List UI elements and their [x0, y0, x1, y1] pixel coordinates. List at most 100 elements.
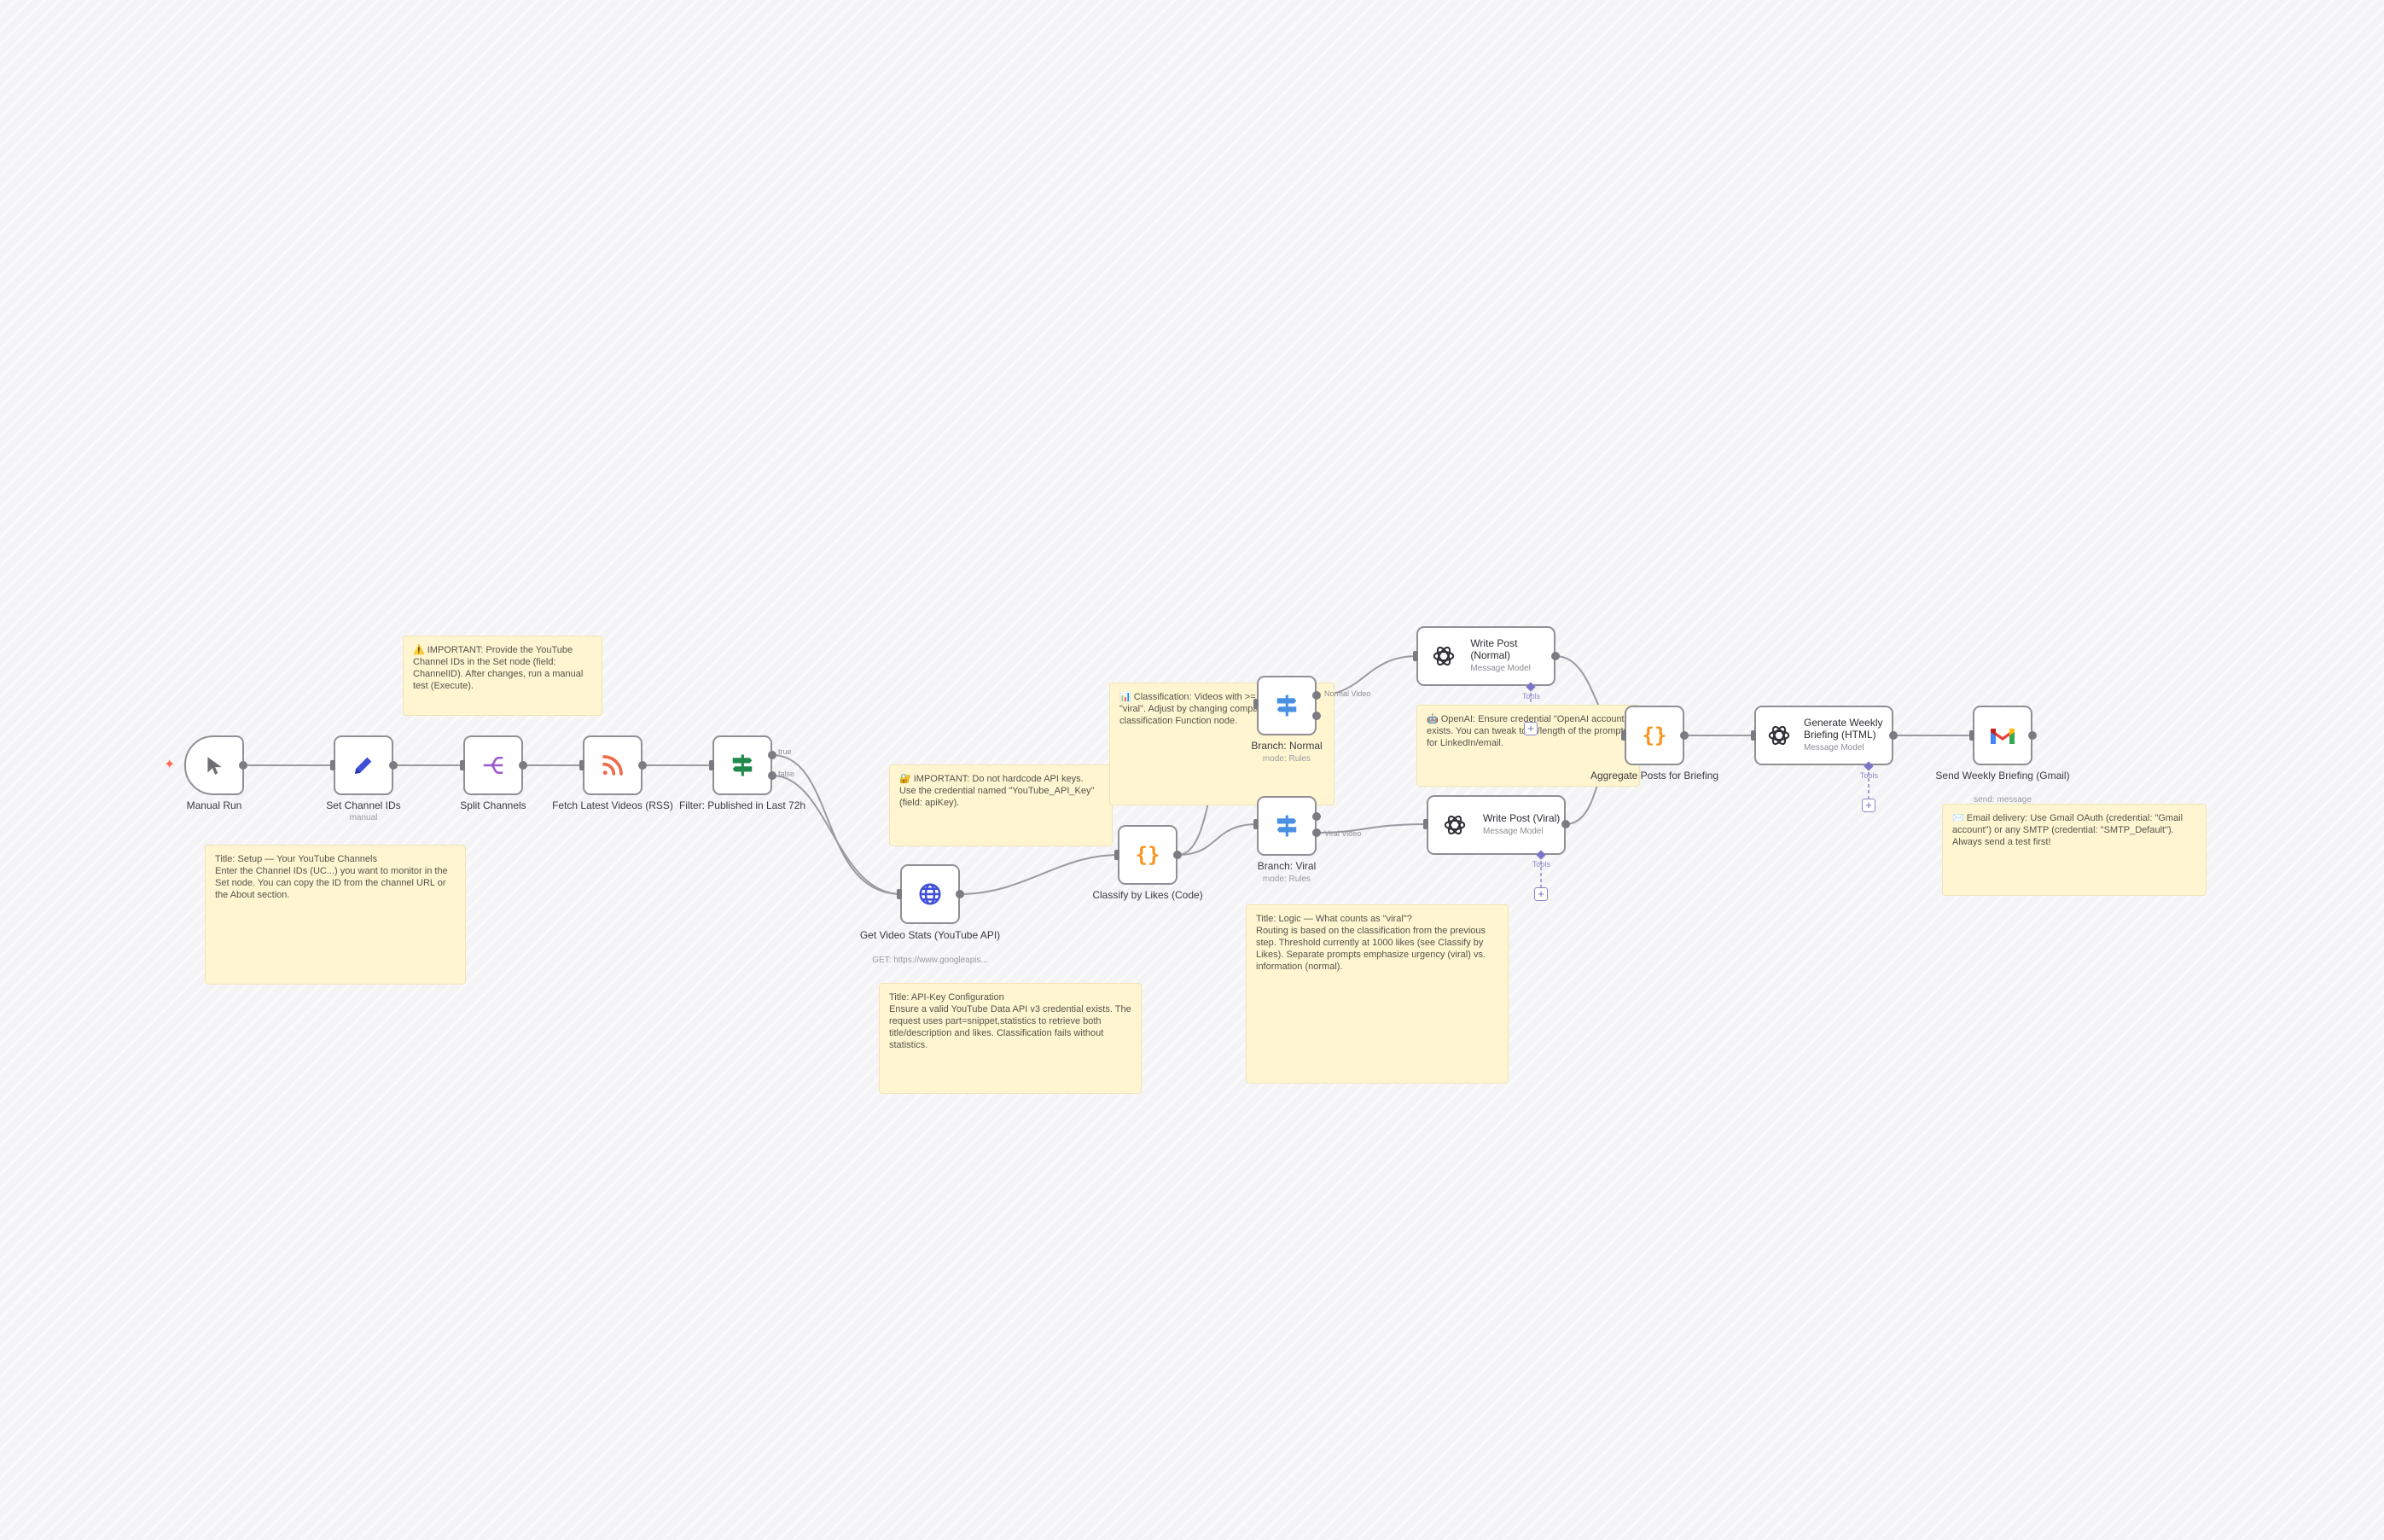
add-tool-button[interactable]: +	[1862, 799, 1875, 812]
node-branch-viral[interactable]	[1257, 796, 1317, 856]
node-send-briefing[interactable]	[1973, 706, 2032, 765]
filter-icon	[726, 749, 759, 782]
port-label-tools: Tools	[1522, 692, 1541, 700]
output-handle[interactable]	[519, 761, 527, 770]
output-handle-fallback[interactable]	[1312, 828, 1321, 837]
add-tool-button[interactable]: +	[1534, 887, 1548, 901]
input-handle[interactable]	[1413, 651, 1418, 661]
pencil-icon	[347, 749, 380, 782]
edge-label-viral-video: Viral Video	[1324, 829, 1362, 838]
node-sublabel-get-video-stats: GET: https://www.googleapis...	[872, 956, 988, 965]
output-handle-fallback[interactable]	[1312, 712, 1321, 720]
node-sublabel-send-briefing: send: message	[1974, 795, 2032, 805]
switch-icon	[1270, 689, 1303, 722]
output-handle[interactable]	[1680, 731, 1689, 740]
input-handle[interactable]	[1253, 699, 1259, 709]
node-sublabel-generate-briefing: Message Model	[1804, 743, 1864, 753]
node-title-write-post-viral: Write Post (Viral)	[1483, 812, 1561, 824]
output-handle[interactable]	[2028, 731, 2037, 740]
node-label-classify-by-likes: Classify by Likes (Code)	[1092, 889, 1203, 901]
globe-icon	[914, 878, 946, 910]
output-handle[interactable]	[1551, 652, 1560, 660]
edge-label-normal-video: Normal Video	[1324, 689, 1371, 698]
edge-viral-to-write-viral	[1316, 823, 1428, 834]
switch-icon	[1270, 810, 1303, 842]
port-label-tools: Tools	[1860, 771, 1879, 780]
gmail-icon	[1986, 719, 2019, 752]
node-split-channels[interactable]	[463, 735, 523, 795]
input-handle[interactable]	[330, 760, 335, 770]
node-label-filter-published: Filter: Published in Last 72h	[678, 799, 806, 811]
output-handle[interactable]	[956, 890, 964, 898]
node-title-write-post-normal: Write Post (Normal)	[1470, 637, 1518, 661]
node-fetch-latest-videos[interactable]	[583, 735, 643, 795]
input-handle[interactable]	[1969, 730, 1974, 741]
output-handle[interactable]	[1561, 820, 1570, 828]
output-handle[interactable]	[1889, 731, 1898, 740]
output-handle-false[interactable]	[768, 771, 776, 780]
node-label-aggregate-posts: Aggregate Posts for Briefing	[1590, 770, 1719, 782]
edge-label-true: true	[778, 747, 792, 756]
node-label-send-briefing: Send Weekly Briefing (Gmail)	[1935, 770, 2070, 782]
node-generate-briefing[interactable]: Generate Weekly Briefing (HTML) Message …	[1754, 706, 1893, 765]
output-handle-true[interactable]	[768, 751, 776, 759]
input-handle[interactable]	[579, 760, 584, 770]
node-label-fetch-latest-videos: Fetch Latest Videos (RSS)	[552, 799, 673, 811]
node-write-post-normal[interactable]: Write Post (Normal) Message Model	[1416, 626, 1555, 686]
edge-filter-true-to-stats	[771, 754, 902, 895]
node-label-get-video-stats: Get Video Stats (YouTube API)	[859, 929, 1001, 941]
node-label-branch-viral: Branch: Viral	[1257, 860, 1317, 872]
input-handle[interactable]	[709, 760, 714, 770]
node-sublabel-branch-viral: mode: Rules	[1262, 875, 1311, 884]
openai-icon	[1428, 640, 1458, 672]
node-set-channel-ids[interactable]	[334, 735, 393, 795]
edge-classify-to-viral	[1177, 823, 1259, 856]
output-handle[interactable]	[239, 761, 247, 770]
input-handle[interactable]	[460, 760, 465, 770]
node-classify-by-likes[interactable]: {}	[1118, 825, 1177, 885]
sticky-note-api-key-important[interactable]: 🔐 IMPORTANT: Do not hardcode API keys. U…	[889, 764, 1113, 846]
add-tool-button[interactable]: +	[1524, 722, 1538, 735]
output-handle[interactable]	[389, 761, 398, 770]
node-label-set-channel-ids: Set Channel IDs	[326, 799, 401, 811]
node-manual-run[interactable]	[184, 735, 244, 795]
node-sublabel-write-post-normal: Message Model	[1470, 664, 1531, 673]
sticky-note-important-channel[interactable]: ⚠️ IMPORTANT: Provide the YouTube Channe…	[403, 636, 602, 716]
node-aggregate-posts[interactable]: {}	[1625, 706, 1684, 765]
sticky-note-openai[interactable]: 🤖 OpenAI: Ensure credential "OpenAI acco…	[1416, 705, 1640, 787]
node-label-branch-normal: Branch: Normal	[1251, 740, 1323, 752]
openai-icon	[1766, 719, 1792, 752]
node-get-video-stats[interactable]	[900, 864, 960, 924]
split-icon	[477, 749, 509, 782]
code-icon: {}	[1135, 843, 1160, 867]
node-sublabel-write-post-viral: Message Model	[1483, 827, 1544, 836]
node-sublabel-set-channel-ids: manual	[349, 813, 378, 822]
input-handle[interactable]	[897, 889, 902, 899]
output-handle-viral[interactable]	[1312, 812, 1321, 821]
input-handle[interactable]	[1621, 730, 1626, 741]
node-write-post-viral[interactable]: Write Post (Viral) Message Model	[1427, 795, 1566, 855]
output-handle-normal[interactable]	[1312, 691, 1321, 700]
edge-label-false: false	[778, 770, 795, 778]
edge-filter-false-to-stats	[771, 775, 902, 895]
openai-icon	[1439, 809, 1471, 841]
code-icon: {}	[1642, 724, 1667, 747]
input-handle[interactable]	[1253, 819, 1259, 829]
node-filter-published[interactable]	[712, 735, 772, 795]
sticky-note-setup[interactable]: Title: Setup — Your YouTube Channels Ent…	[205, 845, 466, 985]
input-handle[interactable]	[1423, 819, 1428, 829]
node-label-split-channels: Split Channels	[460, 799, 526, 811]
sticky-note-logic[interactable]: Title: Logic — What counts as "viral"? R…	[1246, 904, 1509, 1084]
output-handle[interactable]	[638, 761, 647, 770]
port-label-tools: Tools	[1532, 860, 1551, 869]
sticky-note-email[interactable]: ✉️ Email delivery: Use Gmail OAuth (cred…	[1942, 804, 2207, 896]
input-handle[interactable]	[1114, 850, 1119, 860]
output-handle[interactable]	[1173, 851, 1182, 859]
input-handle[interactable]	[1751, 730, 1756, 741]
node-label-manual-run: Manual Run	[186, 799, 242, 811]
edge-stats-to-classify	[959, 854, 1119, 895]
sticky-note-api-key-config[interactable]: Title: API-Key Configuration Ensure a va…	[879, 983, 1142, 1094]
node-branch-normal[interactable]	[1257, 676, 1317, 735]
cursor-icon	[198, 749, 230, 782]
